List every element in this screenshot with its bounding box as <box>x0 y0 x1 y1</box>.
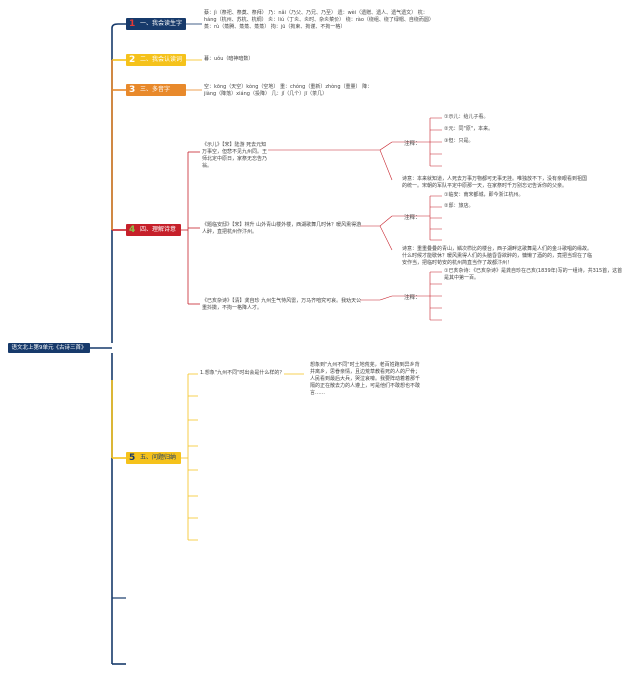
poem-1-meaning: 诗意：本来就知道，人死去万事万物都可无事无挂。唯独放不下，没有亲眼看到祖国的统一… <box>402 176 588 189</box>
branch-tag-4[interactable]: 4 四、理解诗意 <box>126 224 181 236</box>
branch-number-2: 2 <box>129 55 136 65</box>
question-1: 1.想象"九州不同"时出会是什么样的？ <box>200 370 285 376</box>
poem-1-title: 《示儿》【宋】陆游 死去元知万事空，但悲不见九州同。王师北定中原日，家祭无忘告乃… <box>202 142 268 169</box>
branch-tag-1[interactable]: 1 一、我会读生字 <box>126 18 186 30</box>
branch-label-3: 三、多音字 <box>140 86 171 93</box>
p2-to-notes <box>360 215 393 227</box>
p1-to-notes <box>268 141 393 151</box>
branch-label-5: 五、问题归纳 <box>140 454 177 461</box>
root-node[interactable]: 语文北上第9单元《古诗三首》 <box>8 343 90 353</box>
branch-number-4: 4 <box>129 225 136 235</box>
branch-label-4: 四、理解诗意 <box>140 226 177 233</box>
branch-number-3: 3 <box>129 85 136 95</box>
branch-number-1: 1 <box>129 19 136 29</box>
p2-to-meaning <box>379 225 393 251</box>
poem-2-meaning: 诗意：重重叠叠的青山，鳞次栉比的楼台，西子湖畔这歌舞是人们的金斗歌唱的缘故。什么… <box>402 246 593 266</box>
branch-line-1 <box>111 23 126 29</box>
poem-2-title: 《题临安邸》【宋】林升 山外青山楼外楼，西湖歌舞几时休？暖风熏得游人醉，直把杭州… <box>202 222 362 235</box>
poem-2-note-2: ②邸：旅店。 <box>444 203 474 209</box>
poem-1-note-2: ②元：同"原"，本来。 <box>444 126 494 132</box>
branch-tag-2[interactable]: 2 二、我会认读词 <box>126 54 186 66</box>
branch-tag-5[interactable]: 5 五、问题归纳 <box>126 452 181 464</box>
note-branch-2: 暮：uǒu（暗神暗数） <box>204 56 254 62</box>
branch-tag-3[interactable]: 3 三、多音字 <box>126 84 186 96</box>
poem-3-note-label: 注释： <box>404 295 421 301</box>
poem-1-note-3: ③但：只是。 <box>444 138 474 144</box>
poem-1-note-label: 注释： <box>404 141 421 147</box>
poem-2-note-1: ①临安：南宋都城，即今浙江杭州。 <box>444 192 524 198</box>
poem-3-title: 《已亥杂诗》【清】龚自珍 九州生气恃风雷，万马齐喑究可哀。我劝天公重抖擞，不拘一… <box>202 298 362 311</box>
branch-number-5: 5 <box>129 453 136 463</box>
p3-to-notes <box>360 295 393 301</box>
branch-label-1: 一、我会读生字 <box>140 20 183 27</box>
note-branch-1: 蔡：jì（祭祀、祭奠、祭拜） 乃：nǎi（乃父、乃兄、乃至） 遗：wèi（遗赠、… <box>204 10 434 30</box>
poem-1-note-1: ①示儿：给儿子看。 <box>444 114 489 120</box>
poem-3-note-1: ①已亥杂诗：《已亥杂诗》是龚自珍在己亥(1839年)写的一组诗，共315首，这首… <box>444 268 623 281</box>
p1-to-meaning <box>379 149 393 181</box>
poem-2-note-label: 注释： <box>404 215 421 221</box>
branch-label-2: 二、我会认读词 <box>140 56 183 63</box>
note-branch-3: 空：kōng（天空）kòng（空地） 重：chóng（重新）zhòng（重量） … <box>204 84 373 97</box>
answer-1: 想象到"九州不同"时土地荒芜，老百姓跑到异乡背井离乡，思眷亲情，且边荒草教看死的… <box>310 362 421 396</box>
